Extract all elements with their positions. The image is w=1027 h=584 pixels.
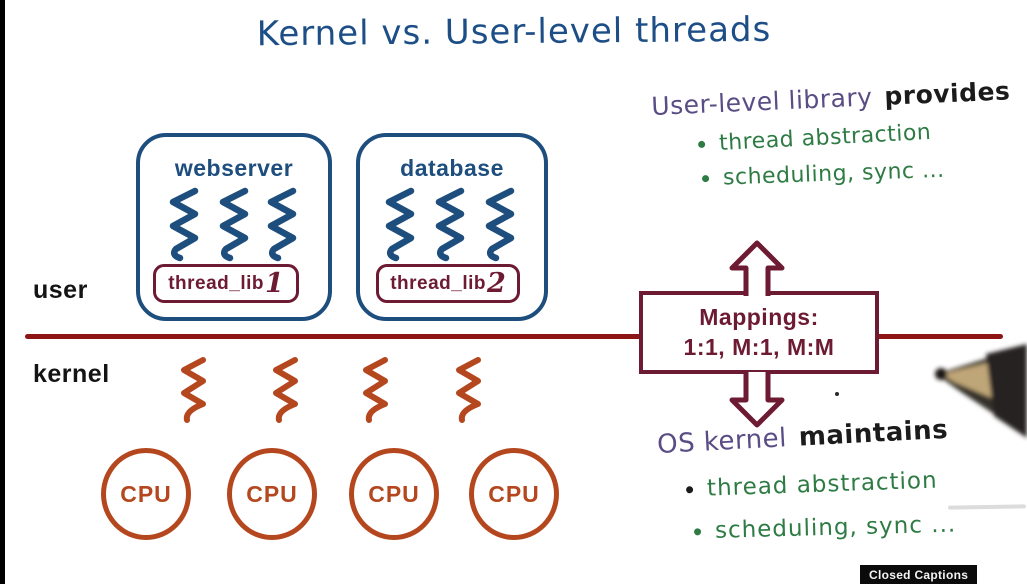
user-space-label: user — [33, 276, 88, 304]
process-name: database — [400, 155, 504, 181]
cpu-circle: CPU — [349, 448, 439, 540]
kernel-thread-squiggle-icon — [452, 356, 484, 433]
user-thread-squiggle-icon — [432, 187, 468, 268]
mappings-box: Mappings: 1:1, M:1, M:M — [639, 291, 879, 374]
user-thread-squiggle-icon — [482, 187, 518, 268]
bullet-text: scheduling, sync ... — [722, 157, 945, 191]
thread-lib-number: 2 — [487, 268, 506, 299]
arrow-up-icon — [727, 240, 787, 301]
kernel-thread-squiggle-icon — [177, 356, 209, 433]
stray-ink-dot — [835, 392, 839, 396]
process-name: webserver — [174, 155, 294, 181]
bullet-dot — [701, 174, 710, 183]
bullet-dot — [685, 485, 694, 493]
pen-tip — [928, 338, 1027, 473]
user-library-bullet: thread abstraction — [697, 119, 932, 157]
page-title: Kernel vs. User-level threads — [256, 9, 771, 55]
os-kernel-bullet: thread abstraction — [685, 467, 939, 503]
bullet-text: thread abstraction — [718, 119, 932, 156]
user-thread-squiggle-icon — [382, 187, 418, 268]
mappings-heading: Mappings: — [699, 304, 819, 330]
closed-captions-badge: Closed Captions — [860, 565, 978, 584]
user-library-bullet: scheduling, sync ... — [701, 157, 945, 191]
bullet-dot — [693, 527, 702, 535]
thread-lib-number: 1 — [265, 268, 284, 299]
mappings-values: 1:1, M:1, M:M — [683, 334, 835, 360]
arrow-down-icon — [727, 369, 787, 433]
faint-smudge — [947, 504, 1027, 510]
cpu-label: CPU — [246, 480, 298, 507]
user-thread-squiggle-icon — [166, 187, 202, 268]
cpu-label: CPU — [488, 480, 540, 507]
user-thread-squiggle-icon — [216, 187, 252, 268]
bullet-text: thread abstraction — [706, 467, 939, 502]
note-verb: maintains — [798, 414, 949, 453]
note-verb: provides — [883, 76, 1011, 111]
bullet-text: scheduling, sync ... — [714, 511, 957, 544]
bullet-dot — [697, 140, 706, 149]
note-subject: User-level library — [650, 82, 874, 121]
thread-lib-label: thread_lib — [168, 272, 264, 294]
cpu-label: CPU — [120, 480, 172, 507]
user-thread-squiggle-icon — [264, 187, 300, 268]
thread-lib-label: thread_lib — [390, 272, 486, 294]
cpu-label: CPU — [368, 480, 420, 507]
kernel-space-label: kernel — [33, 360, 110, 388]
cpu-circle: CPU — [101, 448, 191, 540]
cpu-circle: CPU — [227, 448, 317, 540]
user-kernel-boundary-line — [25, 334, 1003, 339]
kernel-thread-squiggle-icon — [269, 356, 301, 433]
video-letterbox-edge — [0, 0, 5, 584]
cpu-circle: CPU — [469, 448, 559, 540]
user-library-note-heading: User-level library provides — [651, 76, 1011, 121]
os-kernel-bullet: scheduling, sync ... — [693, 511, 957, 545]
kernel-thread-squiggle-icon — [359, 356, 391, 433]
os-kernel-note-heading: OS kernel maintains — [656, 415, 948, 460]
